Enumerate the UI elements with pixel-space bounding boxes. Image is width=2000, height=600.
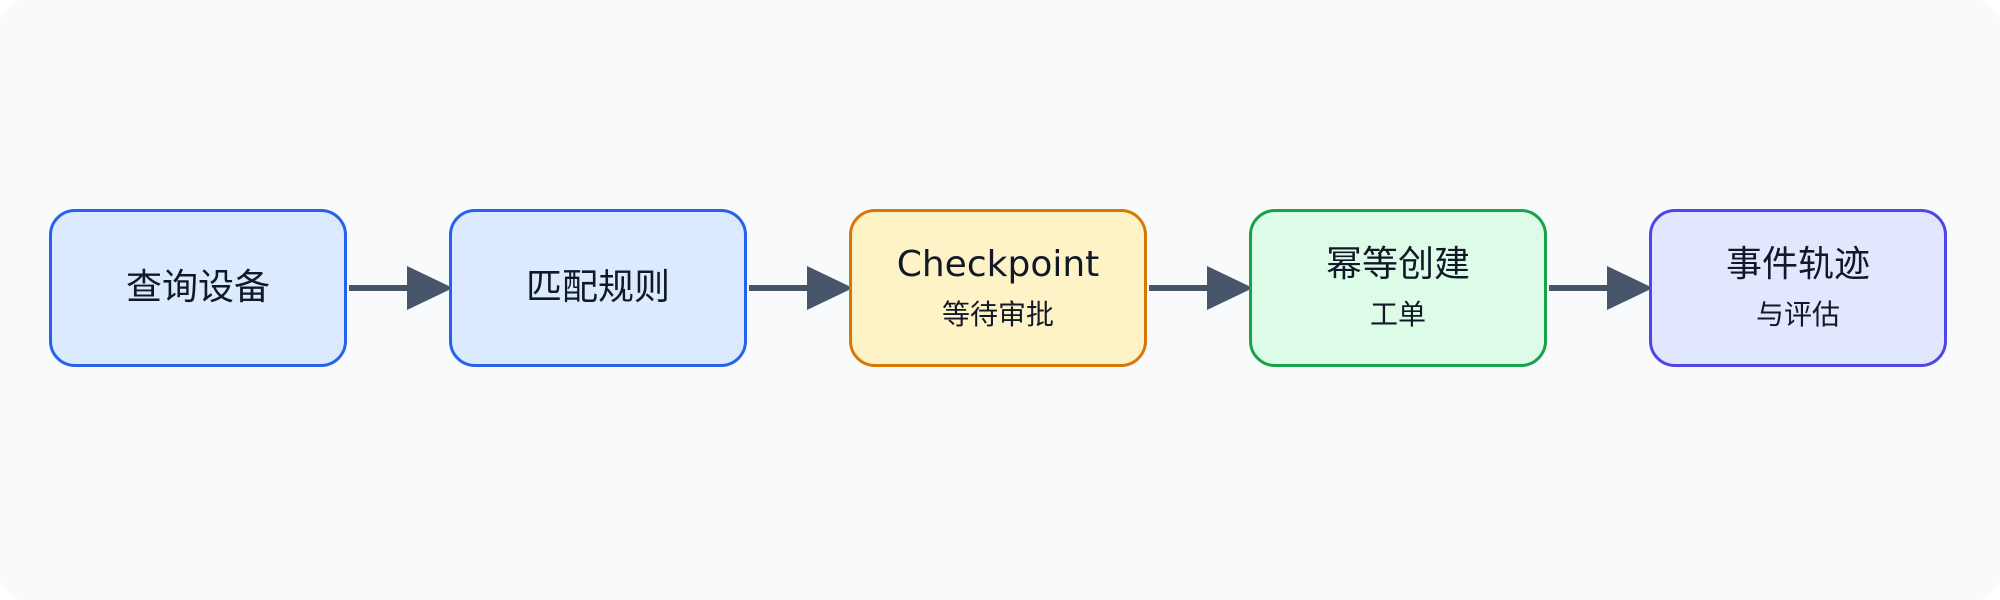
step-match-rules: 匹配规则 [449, 209, 747, 367]
step-query-device: 查询设备 [49, 209, 347, 367]
step-idempotent-create-title: 幂等创建 [1325, 244, 1470, 285]
step-idempotent-create: 幂等创建 工单 [1249, 209, 1547, 367]
step-event-trace: 事件轨迹 与评估 [1649, 209, 1947, 367]
step-match-rules-title: 匹配规则 [525, 267, 670, 308]
arrow-2 [749, 266, 853, 310]
arrow-1-head [407, 266, 453, 310]
step-checkpoint: Checkpoint 等待审批 [849, 209, 1147, 367]
arrow-4 [1549, 266, 1653, 310]
arrow-1 [349, 266, 453, 310]
arrow-4-head [1607, 266, 1653, 310]
step-idempotent-create-subtitle: 工单 [1369, 298, 1426, 331]
step-checkpoint-subtitle: 等待审批 [941, 298, 1054, 331]
step-event-trace-subtitle: 与评估 [1755, 298, 1840, 331]
arrow-3 [1149, 266, 1253, 310]
step-query-device-title: 查询设备 [125, 267, 270, 308]
step-event-trace-title: 事件轨迹 [1725, 244, 1870, 285]
arrow-2-head [807, 266, 853, 310]
arrow-3-head [1207, 266, 1253, 310]
step-checkpoint-title: Checkpoint [896, 244, 1100, 285]
